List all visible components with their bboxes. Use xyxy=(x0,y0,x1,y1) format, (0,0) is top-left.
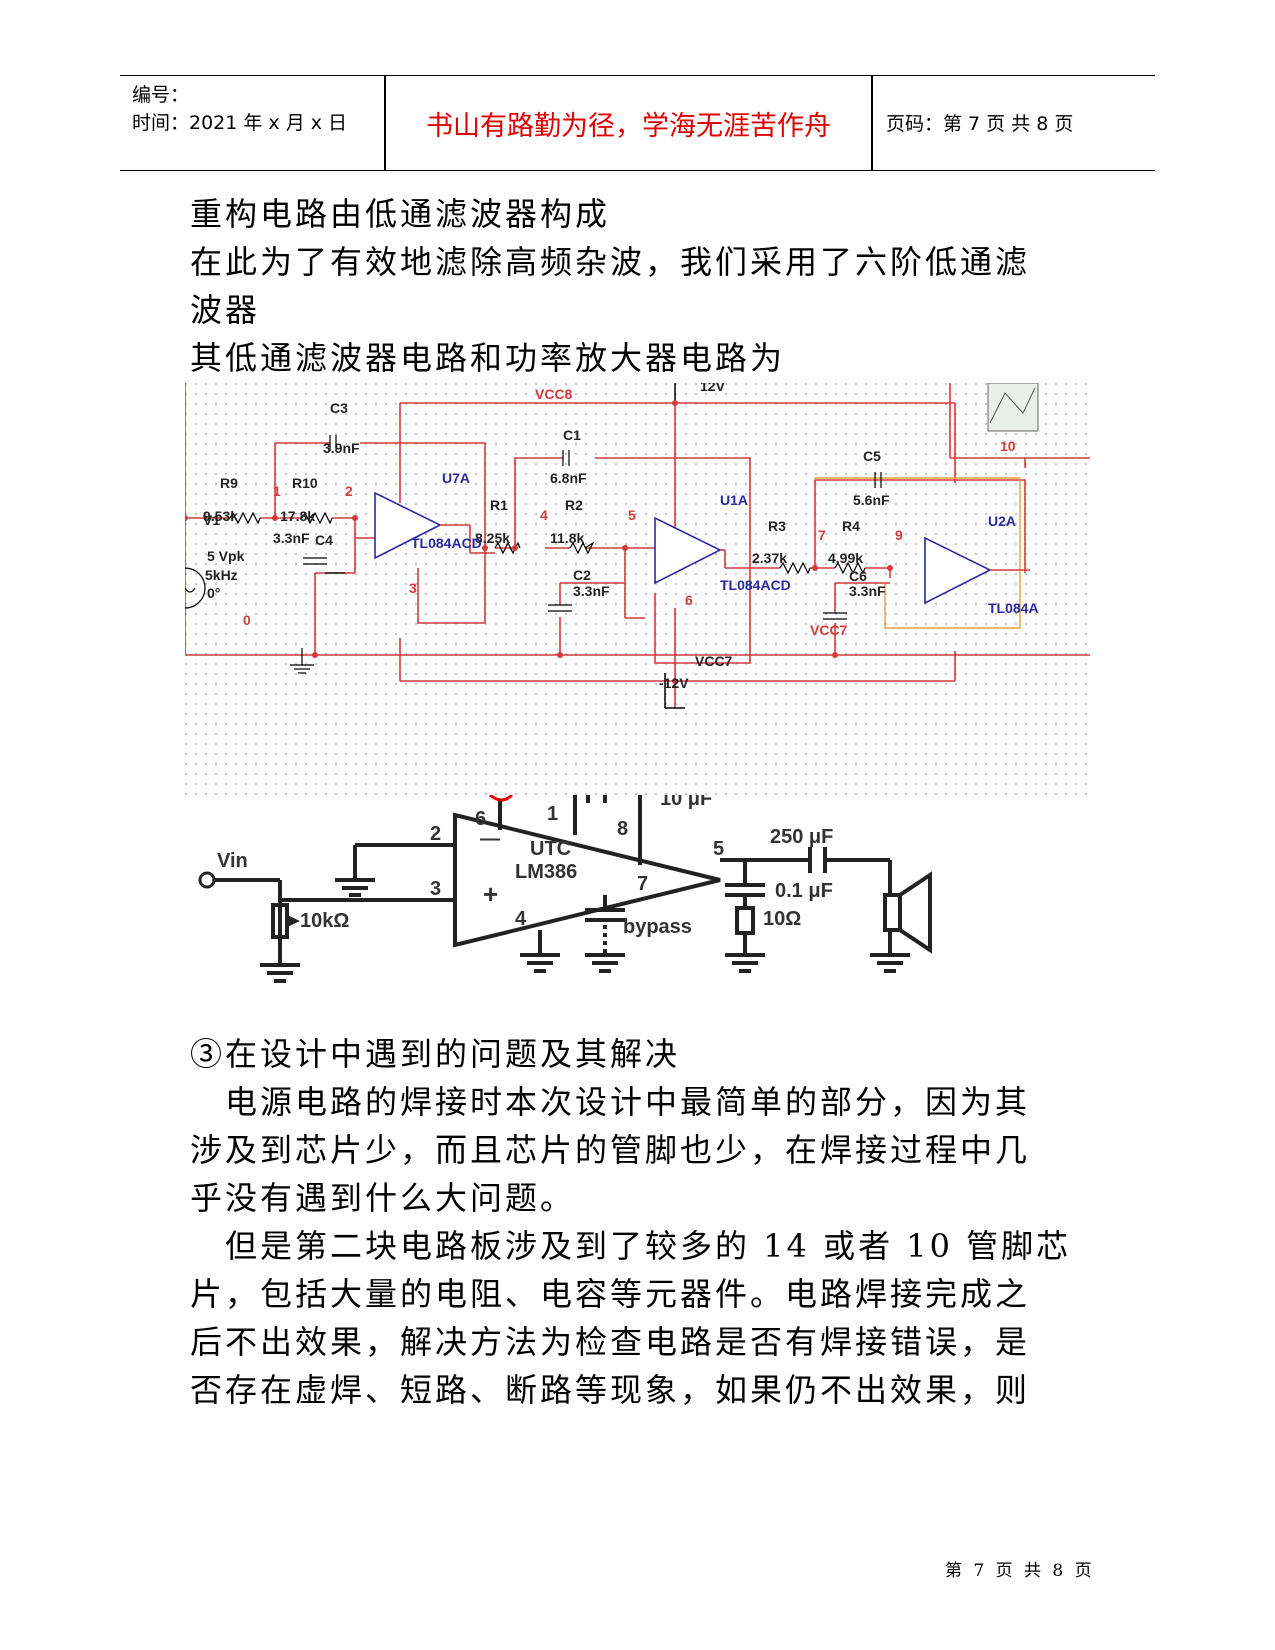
part-value: 5.6nF xyxy=(853,492,890,508)
section-heading: ③在设计中遇到的问题及其解决 xyxy=(190,1035,681,1073)
part-label: C5 xyxy=(863,448,881,464)
part-label: R3 xyxy=(768,518,786,534)
pin-number: 6 xyxy=(475,808,486,830)
net-label: -12V xyxy=(659,675,689,691)
node-number: 2 xyxy=(345,483,353,499)
part-label: C6 xyxy=(849,568,867,584)
paragraph-line: 涉及到芯片少，而且芯片的管脚也少，在焊接过程中几 xyxy=(190,1131,1031,1169)
header-divider xyxy=(384,76,386,170)
cap-value: 0.1 μF xyxy=(775,880,833,902)
part-label: C2 xyxy=(573,567,591,583)
part-label: R9 xyxy=(220,475,238,491)
cap-value: 10 μF xyxy=(660,795,712,810)
source-value: 0° xyxy=(207,585,220,601)
part-label: R1 xyxy=(490,497,508,513)
source-value: 5kHz xyxy=(205,567,238,583)
part-label: C4 xyxy=(315,532,333,548)
node-number: 4 xyxy=(540,507,548,523)
pin-number: 8 xyxy=(617,818,628,840)
text-line: 在此为了有效地滤除高频杂波，我们采用了六阶低通滤 xyxy=(190,243,1031,281)
opamp-model: TL084A xyxy=(988,600,1039,616)
net-label: VCC7 xyxy=(810,622,848,638)
serial-label: 编号： xyxy=(132,84,190,106)
paragraph-line: 片，包括大量的电阻、电容等元器件。电路焊接完成之 xyxy=(190,1275,1031,1313)
body-intro: 重构电路由低通滤波器构成 在此为了有效地滤除高频杂波，我们采用了六阶低通滤 波器… xyxy=(190,190,1090,382)
text-line: 重构电路由低通滤波器构成 xyxy=(190,195,611,233)
part-value: 3.3nF xyxy=(273,530,310,546)
part-label: R10 xyxy=(292,475,318,491)
part-value: 3.9nF xyxy=(323,440,360,456)
paragraph-line: 但是第二块电路板涉及到了较多的 14 或者 10 管脚芯 xyxy=(190,1227,1072,1265)
header-motto: 书山有路勤为径，学海无涯苦作舟 xyxy=(426,111,831,142)
source-value: 5 Vpk xyxy=(207,548,245,564)
minus-sign: — xyxy=(480,828,500,850)
part-value: 2.37k xyxy=(752,550,787,566)
part-value: 11.8k xyxy=(550,530,584,546)
opamp-label: U7A xyxy=(442,470,470,486)
part-value: 4.99k xyxy=(828,550,863,566)
resistor-value: 10Ω xyxy=(763,908,801,930)
bypass-label: bypass xyxy=(623,916,692,938)
pot-value: 10kΩ xyxy=(300,910,349,932)
part-value: 3.3nF xyxy=(849,583,886,599)
opamp-label: U1A xyxy=(720,492,748,508)
opamp-label: U2A xyxy=(988,513,1016,529)
node-number: 0 xyxy=(243,612,251,628)
node-number: 5 xyxy=(628,507,636,523)
part-label: C1 xyxy=(563,427,581,443)
part-label: C3 xyxy=(330,400,348,416)
chip-label: UTC xyxy=(530,838,571,860)
part-label: R2 xyxy=(565,497,583,513)
filter-schematic: VCC8 12V VCC7 VCC7 -12V C3 3.9nF C1 6.8n… xyxy=(185,383,1090,795)
part-value: 9.53k xyxy=(203,508,238,524)
net-label: VCC8 xyxy=(535,386,573,402)
node-number: 10 xyxy=(1000,438,1016,454)
pin-number: 7 xyxy=(637,873,648,895)
page-header: 编号： 时间：2021 年 x 月 x 日 书山有路勤为径，学海无涯苦作舟 页码… xyxy=(120,75,1155,171)
opamp-model: TL084ACD xyxy=(411,535,482,551)
part-value: 3.3nF xyxy=(573,583,610,599)
pin-number: 1 xyxy=(547,803,558,825)
cap-value: 250 μF xyxy=(770,826,833,848)
part-value: 17.8k xyxy=(280,508,315,524)
section-problems: ③在设计中遇到的问题及其解决 电源电路的焊接时本次设计中最简单的部分，因为其 涉… xyxy=(190,1030,1090,1414)
node-number: 3 xyxy=(409,580,417,596)
chip-label: LM386 xyxy=(515,861,577,883)
paragraph-line: 后不出效果，解决方法为检查电路是否有焊接错误，是 xyxy=(190,1323,1031,1361)
amplifier-schematic: Vs 6 1 8 2 3 4 5 7 — + UTC LM386 10 μF 2… xyxy=(198,795,932,983)
net-label: VCC7 xyxy=(695,653,733,669)
source-label: V1 xyxy=(203,512,220,528)
pin-number: 3 xyxy=(430,878,441,900)
pin-number: 4 xyxy=(515,908,527,930)
part-value: 8.25k xyxy=(475,530,510,546)
node-number: 9 xyxy=(895,527,903,543)
page-footer: 第 7 页 共 8 页 xyxy=(945,1561,1095,1581)
input-label: Vin xyxy=(217,850,248,872)
node-number: 1 xyxy=(273,483,281,499)
net-label: 12V xyxy=(700,383,726,394)
pin-number: 5 xyxy=(713,838,724,860)
node-number: 6 xyxy=(685,592,693,608)
header-divider xyxy=(871,76,873,170)
header-page-label: 页码：第 7 页 共 8 页 xyxy=(886,113,1074,135)
text-line: 波器 xyxy=(190,291,261,329)
header-left: 编号： 时间：2021 年 x 月 x 日 xyxy=(132,81,347,137)
text-line: 其低通滤波器电路和功率放大器电路为 xyxy=(190,339,786,377)
part-label: R4 xyxy=(842,518,860,534)
part-value: 6.8nF xyxy=(550,470,587,486)
paragraph-line: 电源电路的焊接时本次设计中最简单的部分，因为其 xyxy=(190,1083,1031,1121)
plus-sign: + xyxy=(483,879,498,909)
node-number: 7 xyxy=(818,527,826,543)
opamp-model: TL084ACD xyxy=(720,577,791,593)
paragraph-line: 否存在虚焊、短路、断路等现象，如果仍不出效果，则 xyxy=(190,1371,1031,1409)
pin-number: 2 xyxy=(430,823,441,845)
time-label: 时间：2021 年 x 月 x 日 xyxy=(132,112,348,134)
paragraph-line: 乎没有遇到什么大问题。 xyxy=(190,1179,576,1217)
